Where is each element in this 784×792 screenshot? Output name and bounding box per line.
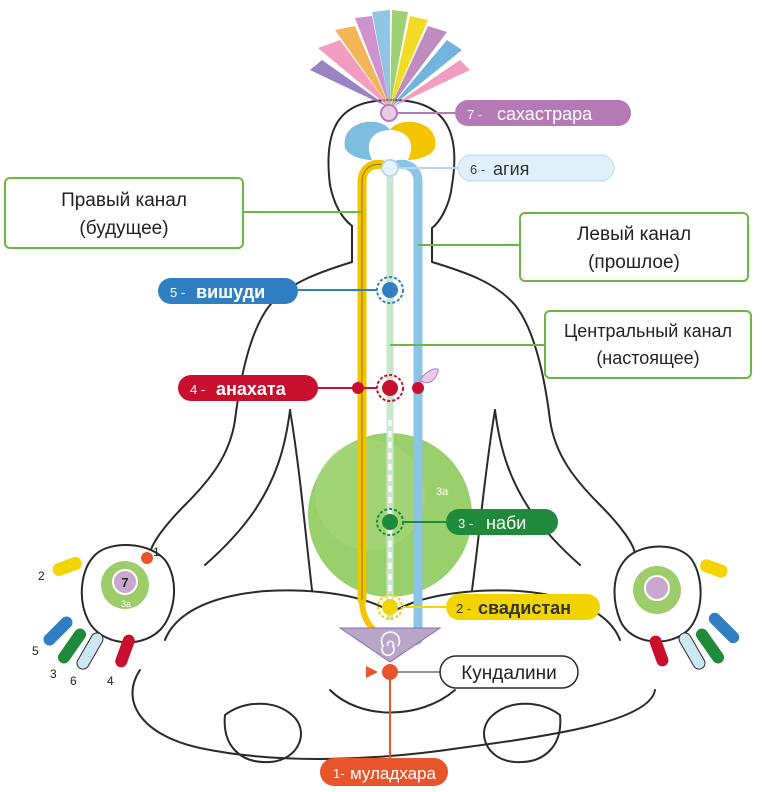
swadhisthan-name: свадистан <box>478 598 571 618</box>
left-palm-sublabel: 3а <box>121 599 131 609</box>
sahasrara-dot <box>380 104 398 122</box>
left-channel-title: Левый канал <box>577 224 691 245</box>
crown-crescent-yellow <box>390 121 436 160</box>
left-thumb-yellow <box>52 556 82 577</box>
right-hand <box>613 545 740 670</box>
right-channel-box: Правый канал (будущее) <box>4 177 244 249</box>
anahata-label: 4 - анахата <box>178 375 318 401</box>
vishuddhi-label: 5 - вишуди <box>158 278 298 304</box>
kundalini-text: Кундалини <box>461 663 557 684</box>
nabhi-label: 3 - наби <box>446 509 558 535</box>
agnya-label: 6 - агия <box>457 154 615 182</box>
kundalini-triangle <box>338 627 442 663</box>
nabhi-sphere-highlight <box>315 440 425 550</box>
swadhisthan-dot <box>377 594 403 620</box>
mooladhara-label: 1- муладхара <box>320 758 448 786</box>
mooladhara-name: муладхара <box>350 764 437 783</box>
left-finger-blue <box>43 616 73 646</box>
agnya-number: 6 - <box>470 162 485 177</box>
vishuddhi-number: 5 - <box>170 285 185 300</box>
left-finger-red <box>115 634 135 668</box>
right-channel-subtitle: (будущее) <box>79 218 168 239</box>
left-palm-core <box>112 569 138 595</box>
right-channel-title: Правый канал <box>61 190 187 211</box>
finger-number-3: 3 <box>50 667 57 681</box>
left-finger-dot <box>141 552 153 564</box>
anahata-number: 4 - <box>190 382 205 397</box>
left-channel-subtitle: (прошлое) <box>588 252 680 273</box>
right-finger-lightblue <box>678 632 706 670</box>
sahasrara-lotus <box>310 10 470 108</box>
vishuddhi-name: вишуди <box>196 282 265 302</box>
finger-number-2: 2 <box>38 569 45 583</box>
finger-number-5: 5 <box>32 644 39 658</box>
kundalini-label: Кундалини <box>439 655 579 689</box>
left-hand: 7 3а 1 2 5 3 6 4 <box>32 544 176 688</box>
finger-number-6: 6 <box>70 674 77 688</box>
central-channel-title: Центральный канал <box>564 321 732 341</box>
mooladhara-dot <box>382 664 398 680</box>
kundalini-spiral <box>380 631 401 657</box>
finger-number-1: 1 <box>153 545 160 559</box>
right-finger-blue <box>708 612 740 644</box>
right-thumb-yellow <box>700 559 728 578</box>
nabhi-number: 3 - <box>458 516 473 531</box>
swadhisthan-number: 2 - <box>456 601 471 616</box>
right-finger-green <box>695 628 725 664</box>
finger-number-4: 4 <box>107 674 114 688</box>
sahasrara-label: 7 - сахастрара <box>455 100 631 126</box>
left-channel-box: Левый канал (прошлое) <box>519 212 749 282</box>
agnya-dot <box>381 159 399 177</box>
nabhi-name: наби <box>486 513 526 533</box>
mooladhara-number: 1- <box>333 766 345 781</box>
anahata-left-dot <box>412 382 424 394</box>
sahasrara-number: 7 - <box>467 107 482 122</box>
mooladhara-arrow <box>366 666 378 678</box>
central-channel-box: Центральный канал (настоящее) <box>544 310 752 379</box>
crown-crescent-blue <box>344 121 390 160</box>
left-finger-lightblue <box>76 632 104 670</box>
central-channel-subtitle: (настоящее) <box>596 348 699 368</box>
right-palm-core <box>644 575 670 601</box>
agnya-name: агия <box>493 159 529 179</box>
left-palm-number: 7 <box>121 575 128 590</box>
swadhisthan-label: 2 - свадистан <box>446 594 600 620</box>
connector-lines <box>243 112 545 758</box>
anahata-name: анахата <box>216 379 287 399</box>
left-finger-green <box>57 628 87 664</box>
right-finger-red <box>649 635 669 667</box>
sahasrara-name: сахастрара <box>497 104 593 124</box>
void-label: 3а <box>436 486 449 498</box>
anahata-lotus-petal <box>419 368 439 384</box>
